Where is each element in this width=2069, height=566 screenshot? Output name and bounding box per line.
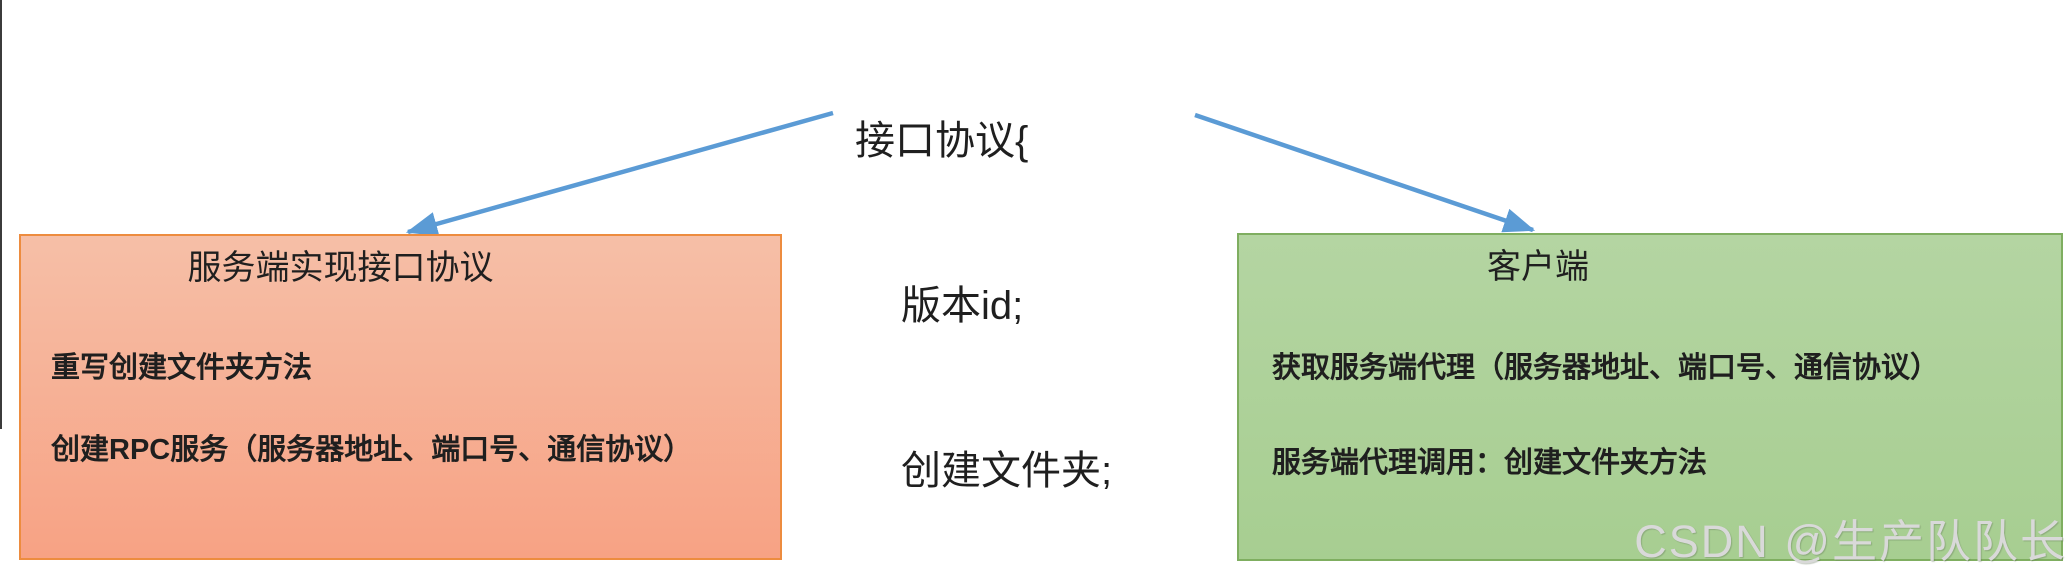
left-border-line: [0, 0, 2, 429]
server-box-title: 服务端实现接口协议: [187, 249, 494, 287]
protocol-line-create-folder: 创建文件夹;: [901, 449, 1113, 493]
interface-protocol-code: 接口协议{ 版本id; 创建文件夹; }: [855, 4, 1112, 566]
client-box-item: 服务端代理调用：创建文件夹方法: [1272, 447, 1708, 479]
csdn-watermark: CSDN @生产队队长: [1634, 516, 2067, 566]
client-box-title: 客户端: [1487, 248, 1589, 286]
server-box-item: 创建RPC服务（服务器地址、端口号、通信协议）: [51, 434, 693, 466]
client-box: 客户端 获取服务端代理（服务器地址、端口号、通信协议） 服务端代理调用：创建文件…: [1237, 233, 2063, 561]
server-box: 服务端实现接口协议 重写创建文件夹方法 创建RPC服务（服务器地址、端口号、通信…: [19, 234, 782, 560]
server-box-item: 重写创建文件夹方法: [51, 352, 313, 384]
protocol-line-version: 版本id;: [901, 284, 1024, 328]
client-box-item: 获取服务端代理（服务器地址、端口号、通信协议）: [1272, 352, 1940, 384]
arrow-to-server-box: [405, 110, 834, 237]
protocol-line-open: 接口协议{: [855, 119, 1029, 163]
arrow-to-client-box: [1194, 112, 1536, 233]
